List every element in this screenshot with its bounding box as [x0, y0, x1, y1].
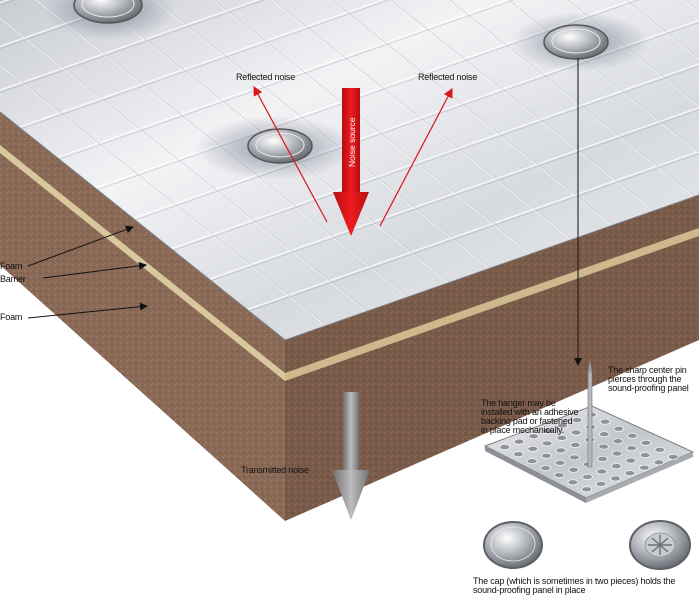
- label-pin-note: The sharp center pin pierces through the…: [608, 365, 689, 393]
- hanger-hole: [610, 463, 622, 470]
- label-reflected-noise-left: Reflected noise: [236, 72, 296, 82]
- hanger-hole: [567, 479, 579, 486]
- hanger-hole: [598, 431, 610, 438]
- barrier-layer-right: [285, 228, 699, 381]
- hanger-hole: [528, 433, 539, 440]
- hanger-hole: [499, 444, 511, 451]
- hanger-hole: [611, 450, 623, 457]
- cap-domed: [483, 521, 543, 569]
- hanger-hole: [541, 440, 553, 447]
- cap-surface-top-right: [543, 24, 609, 60]
- label-reflected-noise-right: Reflected noise: [418, 72, 478, 82]
- hanger-hole: [653, 459, 665, 466]
- reflected-noise-arrow-left: [253, 85, 328, 223]
- label-noise-source: Noise source: [347, 117, 357, 167]
- hanger-hole: [569, 454, 580, 461]
- hanger-hole: [540, 465, 551, 472]
- hanger-hole: [654, 446, 666, 453]
- transmitted-noise-arrow: [332, 392, 370, 520]
- hanger-hole: [595, 480, 607, 487]
- hanger-hole: [527, 445, 539, 452]
- cap-surface-center: [247, 128, 313, 164]
- hanger-hole: [554, 459, 566, 466]
- hanger-hole: [599, 418, 611, 425]
- leader-barrier: [42, 261, 147, 279]
- hanger-hole: [541, 452, 552, 459]
- hanger-hole: [667, 453, 679, 460]
- hanger-hole: [612, 438, 624, 445]
- reflected-noise-arrow-right: [379, 87, 453, 227]
- hanger-hole: [556, 434, 568, 441]
- label-cap-note: The cap (which is sometimes in two piece…: [473, 576, 676, 595]
- label-foam-top: Foam: [0, 261, 23, 271]
- hanger-hole: [512, 451, 524, 458]
- cap-star: [629, 520, 691, 570]
- hanger-hole: [581, 486, 592, 493]
- cap-surface-top-left: [73, 0, 143, 24]
- hanger-hole: [639, 452, 651, 459]
- leader-foam-top: [27, 225, 134, 267]
- hanger-plate: [483, 360, 695, 503]
- center-pin: [587, 371, 593, 468]
- hanger-hole: [613, 425, 625, 432]
- hanger-hole: [555, 447, 567, 454]
- leader-foam-bottom: [27, 302, 148, 319]
- label-barrier: Barrier: [0, 274, 26, 284]
- hanger-hole: [570, 429, 582, 436]
- hanger-hole: [625, 457, 637, 464]
- label-transmitted-noise: Transmitted noise: [241, 465, 309, 475]
- hanger-hole: [597, 455, 608, 462]
- hanger-hole: [542, 427, 554, 434]
- hanger-hole: [626, 445, 637, 452]
- hanger-hole: [557, 422, 568, 429]
- hanger-hole: [610, 475, 621, 482]
- label-foam-bottom: Foam: [0, 312, 23, 322]
- hanger-hole: [640, 439, 652, 446]
- hanger-hole: [598, 443, 609, 450]
- hanger-hole: [570, 441, 581, 448]
- hanger-hole: [526, 458, 538, 465]
- label-hanger-note: The hanger may be installed with an adhe…: [481, 398, 579, 435]
- panel-right-face: [285, 195, 699, 521]
- hanger-hole: [568, 466, 580, 473]
- hanger-hole: [624, 470, 636, 477]
- hanger-hole: [582, 473, 593, 480]
- hanger-hole: [639, 464, 650, 471]
- hanger-hole: [571, 417, 583, 424]
- noise-source-arrow: [333, 88, 369, 236]
- hanger-hole: [553, 472, 565, 479]
- hanger-hole: [596, 468, 608, 475]
- hanger-hole: [627, 432, 638, 439]
- hanger-hole: [513, 438, 525, 445]
